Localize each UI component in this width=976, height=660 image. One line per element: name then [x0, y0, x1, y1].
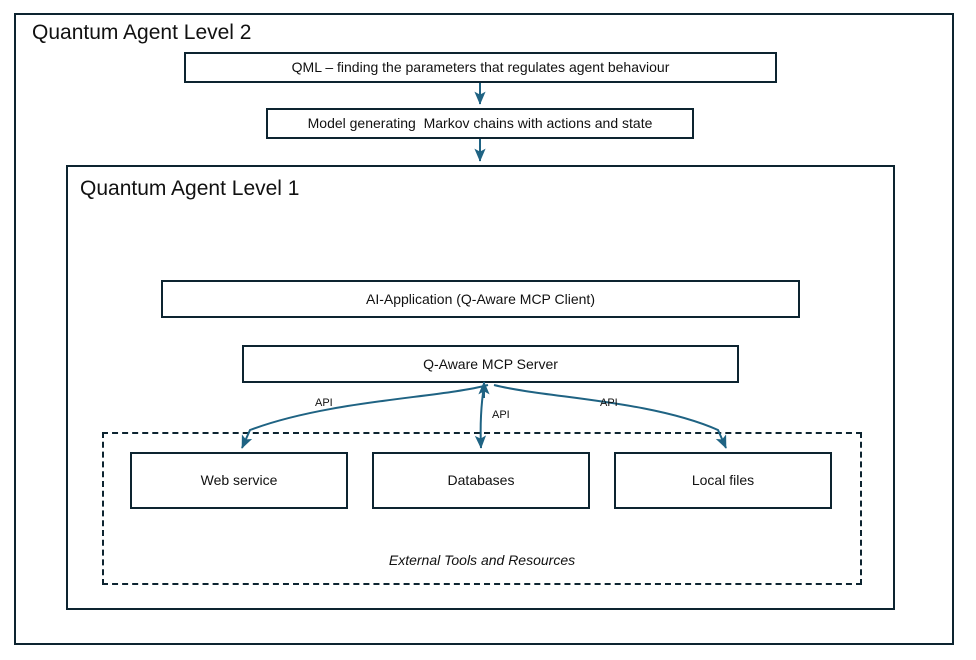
quantum-agent-level1-title: Quantum Agent Level 1 [80, 177, 300, 200]
ai-application-box-label: AI-Application (Q-Aware MCP Client) [365, 290, 595, 307]
local-files-box-label: Local files [691, 472, 755, 489]
mcp-server-box: Q-Aware MCP Server [242, 345, 739, 383]
external-tools-caption: External Tools and Resources [388, 552, 576, 568]
ai-application-box: AI-Application (Q-Aware MCP Client) [161, 280, 800, 318]
api-label-web-service: API [315, 397, 333, 409]
markov-model-box: Model generating Markov chains with acti… [266, 108, 694, 139]
markov-model-box-label: Model generating Markov chains with acti… [307, 115, 653, 132]
qml-box: QML – finding the parameters that regula… [184, 52, 777, 83]
quantum-agent-level2-title: Quantum Agent Level 2 [32, 21, 252, 44]
qml-box-label: QML – finding the parameters that regula… [291, 59, 670, 76]
api-label-local-files: API [600, 397, 618, 409]
local-files-box: Local files [614, 452, 832, 509]
api-label-databases: API [492, 409, 510, 421]
mcp-server-box-label: Q-Aware MCP Server [423, 355, 558, 372]
databases-box: Databases [372, 452, 590, 509]
databases-box-label: Databases [447, 472, 515, 489]
web-service-box: Web service [130, 452, 348, 509]
web-service-box-label: Web service [200, 472, 278, 489]
